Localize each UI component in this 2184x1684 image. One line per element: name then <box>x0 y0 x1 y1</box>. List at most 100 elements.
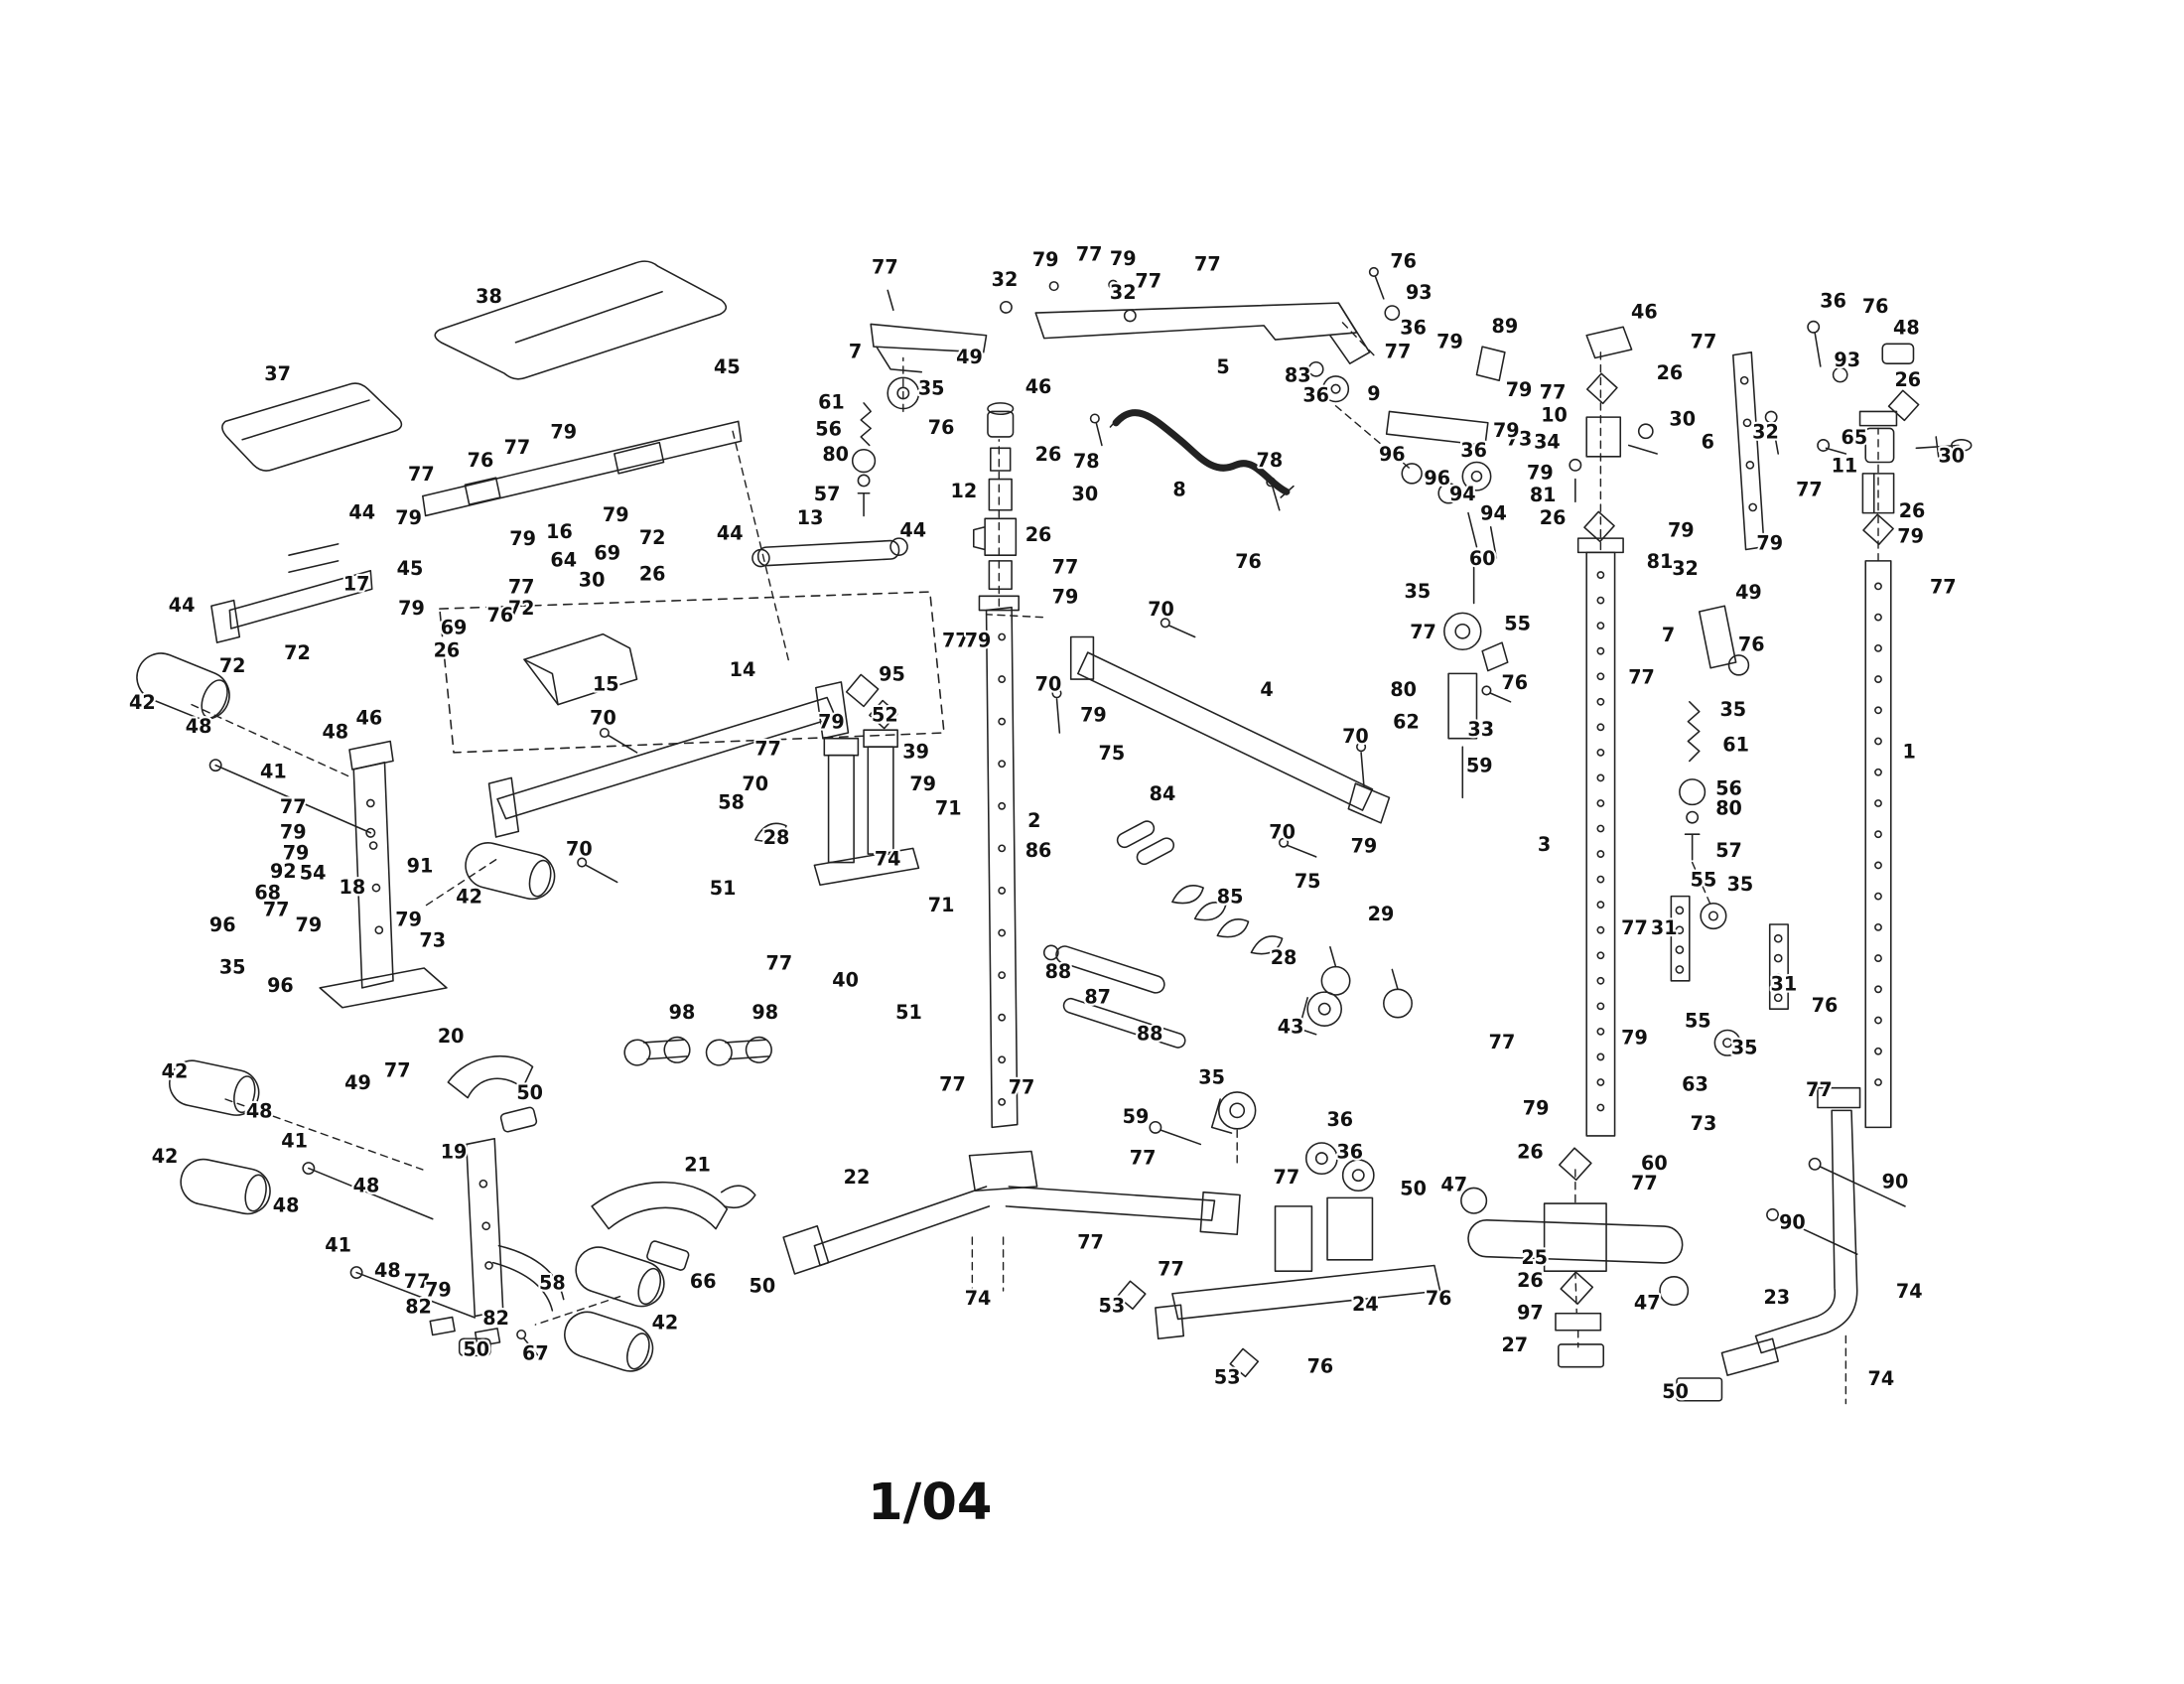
part-label-24: 24 <box>1352 1293 1379 1316</box>
curved-strap-58 <box>491 1244 565 1312</box>
part-label-79: 79 <box>965 629 992 651</box>
part-label-77: 77 <box>504 436 531 459</box>
part-label-79: 79 <box>1052 585 1079 608</box>
pulley-bracket-7 <box>870 323 988 373</box>
part-label-26: 26 <box>1899 499 1926 522</box>
foam-roller-42-d <box>180 1158 271 1215</box>
foam-roller-42-f <box>564 1311 654 1372</box>
pulley-55-35-a <box>1700 902 1727 930</box>
part-label-77: 77 <box>1410 621 1436 643</box>
part-label-60: 60 <box>1641 1152 1668 1175</box>
part-label-18: 18 <box>340 876 366 899</box>
hardware-post3-top <box>1569 458 1615 543</box>
part-label-13: 13 <box>797 506 824 529</box>
part-label-42: 42 <box>152 1145 179 1168</box>
part-label-94: 94 <box>1480 502 1507 525</box>
front-base-22 <box>782 1150 1241 1275</box>
part-label-77: 77 <box>1077 1230 1104 1253</box>
part-label-49: 49 <box>344 1071 371 1094</box>
part-label-48: 48 <box>374 1259 401 1282</box>
foam-roller-42-b <box>465 842 556 901</box>
part-label-5: 5 <box>1216 355 1229 378</box>
part-label-50: 50 <box>750 1274 776 1297</box>
part-label-32: 32 <box>992 268 1019 291</box>
cap-52 <box>869 699 898 730</box>
part-label-15: 15 <box>593 672 619 695</box>
part-label-62: 62 <box>1393 711 1420 734</box>
spacer-95 <box>845 673 880 708</box>
part-label-79: 79 <box>509 527 536 550</box>
part-label-75: 75 <box>1295 870 1321 893</box>
spring-61 <box>860 402 872 447</box>
part-label-73: 73 <box>419 929 446 952</box>
part-label-30: 30 <box>1669 408 1696 431</box>
part-label-44: 44 <box>169 594 196 617</box>
part-label-77: 77 <box>1130 1146 1157 1169</box>
part-label-79: 79 <box>1621 1027 1648 1050</box>
seat-post-18 <box>319 740 448 1009</box>
part-label-76: 76 <box>1738 633 1765 656</box>
part-label-39: 39 <box>902 741 929 764</box>
part-label-76: 76 <box>928 416 955 439</box>
part-label-44: 44 <box>348 500 375 523</box>
leg-post-19 <box>466 1137 504 1318</box>
part-label-76: 76 <box>1307 1354 1334 1377</box>
cap-47 <box>1460 1187 1690 1307</box>
part-label-35: 35 <box>219 956 246 979</box>
part-label-79: 79 <box>283 842 310 865</box>
bench-frame-17 <box>210 543 373 643</box>
part-label-77: 77 <box>1806 1078 1833 1101</box>
part-label-79: 79 <box>1527 462 1554 485</box>
part-label-26: 26 <box>1035 443 1062 466</box>
part-label-35: 35 <box>1198 1065 1225 1088</box>
part-label-87: 87 <box>1084 986 1111 1009</box>
part-label-81: 81 <box>1647 550 1674 573</box>
part-label-77: 77 <box>1489 1031 1516 1053</box>
part-label-93: 93 <box>1834 349 1860 371</box>
part-label-77: 77 <box>1621 916 1648 939</box>
part-label-45: 45 <box>397 557 424 580</box>
part-label-79: 79 <box>1523 1097 1550 1120</box>
part-label-96: 96 <box>267 974 294 997</box>
assembly-outline <box>439 591 945 754</box>
part-label-44: 44 <box>899 519 926 542</box>
part-label-28: 28 <box>1271 946 1297 969</box>
part-label-48: 48 <box>353 1175 380 1197</box>
part-label-71: 71 <box>935 796 962 819</box>
part-label-30: 30 <box>1938 445 1965 468</box>
pulleys-36-bottom <box>1304 1142 1375 1193</box>
foot-pad-50-right <box>1676 1377 1723 1402</box>
part-label-21: 21 <box>684 1153 711 1176</box>
part-label-48: 48 <box>246 1099 273 1122</box>
part-label-32: 32 <box>1752 420 1779 443</box>
part-label-79: 79 <box>909 772 936 795</box>
part-label-81: 81 <box>1530 484 1557 506</box>
part-label-36: 36 <box>1820 289 1846 312</box>
part-label-72: 72 <box>284 641 311 664</box>
part-label-8: 8 <box>1172 479 1185 501</box>
part-label-46: 46 <box>1025 375 1052 398</box>
part-label-66: 66 <box>690 1270 717 1293</box>
part-label-55: 55 <box>1691 869 1717 892</box>
part-label-88: 88 <box>1045 960 1072 983</box>
pad-50-a <box>499 1106 538 1133</box>
bench-pad-38 <box>434 260 728 380</box>
part-label-2: 2 <box>1027 809 1040 832</box>
part-label-79: 79 <box>1756 532 1783 555</box>
part-label-79: 79 <box>280 820 307 843</box>
part-label-28: 28 <box>763 826 790 849</box>
foam-roller-42-a <box>136 652 230 721</box>
part-label-26: 26 <box>1894 368 1921 391</box>
part-label-26: 26 <box>1517 1141 1544 1164</box>
part-label-36: 36 <box>1336 1141 1363 1164</box>
part-label-31: 31 <box>1651 916 1678 939</box>
part-label-14: 14 <box>730 658 756 681</box>
handle-knob-30-right <box>1951 439 1973 452</box>
part-label-53: 53 <box>1099 1294 1126 1317</box>
part-label-40: 40 <box>832 968 859 991</box>
pulley-35-bottom <box>1210 1091 1257 1134</box>
part-label-48: 48 <box>1893 316 1920 339</box>
part-label-72: 72 <box>508 597 535 620</box>
support-arm-4 <box>1069 635 1391 824</box>
